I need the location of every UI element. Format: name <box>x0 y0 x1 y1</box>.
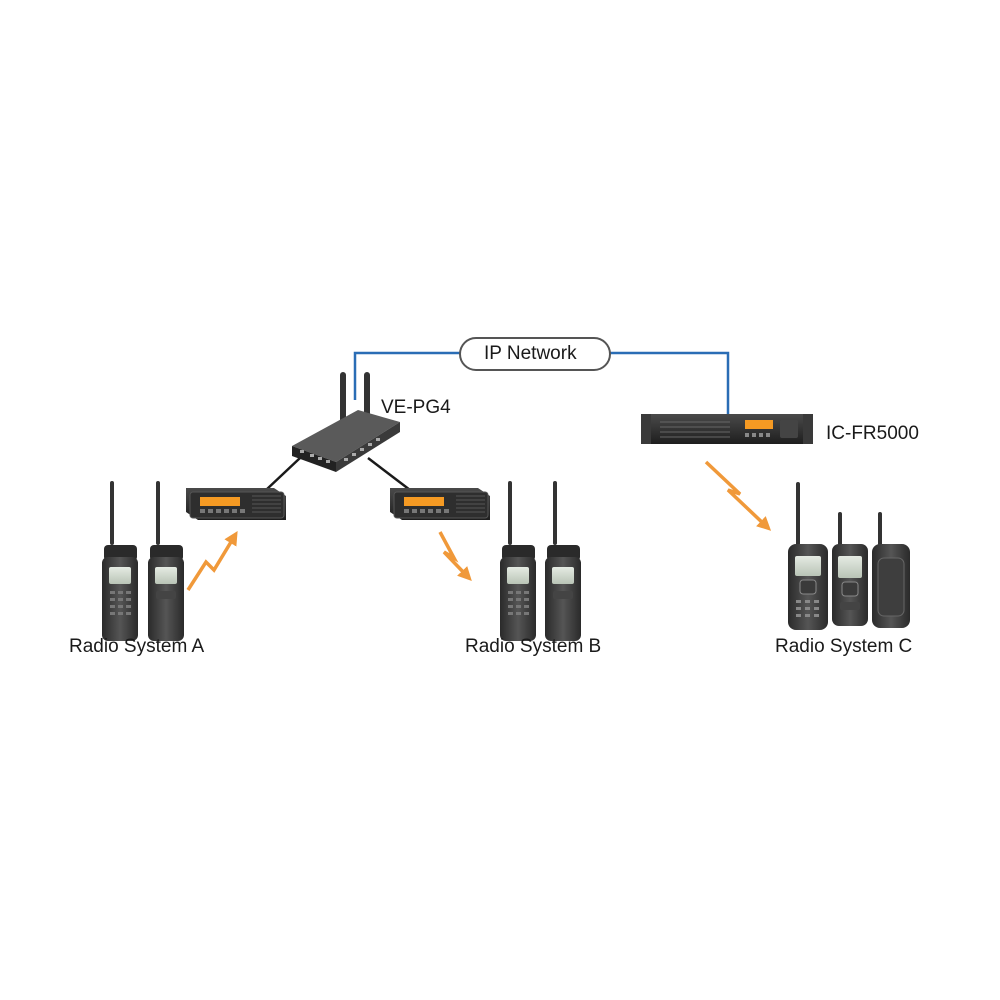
gateway-label: VE-PG4 <box>381 397 451 418</box>
lightning-arrow-icon <box>438 531 472 582</box>
mobile-radio-icon <box>185 487 287 521</box>
lightning-arrow-icon <box>704 460 772 531</box>
ip-network-bubble <box>459 337 611 371</box>
radio-system-a-label: Radio System A <box>69 636 205 657</box>
handheld-radio-icon <box>500 481 536 641</box>
lightning-arrow-icon <box>186 531 238 591</box>
gateway-cables <box>265 457 411 491</box>
ip-network-label: IP Network <box>484 343 577 364</box>
radio-system-c-label: Radio System C <box>775 636 913 657</box>
handheld-radio-icon <box>872 512 910 628</box>
radio-system-b-label: Radio System B <box>465 636 602 657</box>
repeater-label: IC-FR5000 <box>826 423 919 444</box>
handheld-radio-icon <box>832 512 868 626</box>
router-icon <box>292 372 400 472</box>
ip-network-link <box>353 337 730 418</box>
handheld-radio-icon <box>148 481 184 641</box>
rack-repeater-icon <box>641 414 813 444</box>
handheld-radio-icon <box>102 481 138 641</box>
handheld-radio-icon <box>545 481 581 641</box>
handheld-radio-icon <box>788 482 828 630</box>
mobile-radio-icon <box>389 487 491 521</box>
